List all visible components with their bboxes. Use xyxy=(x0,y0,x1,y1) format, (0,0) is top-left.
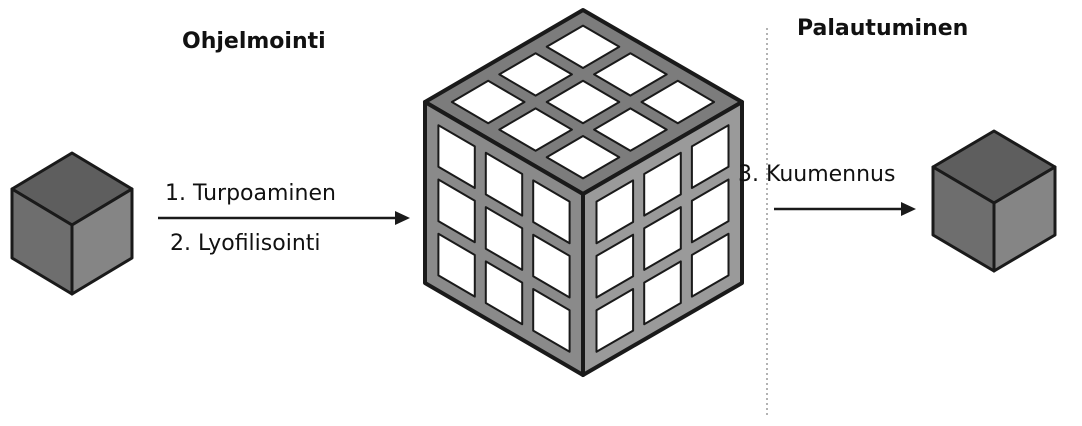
initial-cube-icon xyxy=(12,153,132,294)
step-swelling-label: 1. Turpoaminen xyxy=(165,183,336,205)
recovered-cube-icon xyxy=(933,131,1055,271)
arrow-right-icon xyxy=(158,211,410,225)
arrow-right-icon xyxy=(774,202,916,216)
recovery-section-title: Palautuminen xyxy=(797,18,968,40)
step-heating-label: 3. Kuumennus xyxy=(738,164,895,186)
step-lyophilization-label: 2. Lyofilisointi xyxy=(170,233,321,255)
porous-cube-icon xyxy=(425,10,742,375)
programming-section-title: Ohjelmointi xyxy=(182,31,326,53)
